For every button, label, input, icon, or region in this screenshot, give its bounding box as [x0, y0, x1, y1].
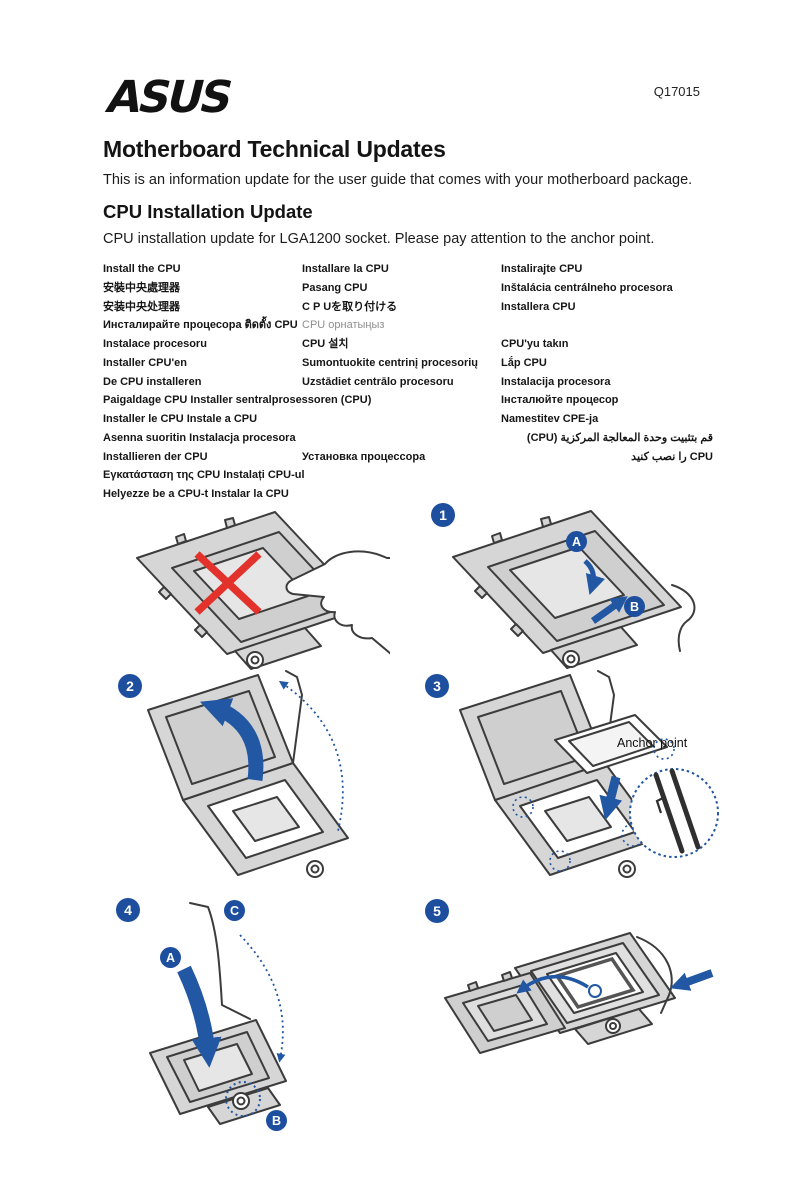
figure-step-3: 3	[420, 665, 720, 900]
step-badge-1: 1	[431, 503, 455, 527]
load-lever	[636, 936, 673, 1014]
translation-cell	[501, 316, 713, 335]
step-badge-5: 5	[425, 899, 449, 923]
translation-cell	[302, 391, 501, 410]
translation-cell	[302, 429, 501, 448]
open-plate-arrow	[199, 698, 264, 781]
asus-logo-text: ASUS	[102, 74, 236, 120]
translation-cell: Inštalácia centrálneho procesora	[501, 281, 673, 294]
marker-b-badge: B	[624, 596, 645, 617]
lever-lock-arc	[239, 934, 286, 1063]
anchor-highlight	[512, 796, 534, 818]
anchor-point-detail	[653, 768, 701, 854]
lever-swing-arc	[278, 680, 344, 832]
red-x-icon	[194, 551, 262, 615]
translation-cell: Pasang CPU	[302, 281, 368, 294]
translation-cell: Εγκατάσταση της CPU Instalați CPU-ul	[103, 469, 305, 482]
translation-cell: قم بتثبيت وحدة المعالجة المركزية (CPU)	[526, 431, 713, 444]
cap-pop-arrow	[516, 974, 589, 994]
document-code: Q17015	[653, 84, 700, 99]
asus-logo: ASUS	[102, 74, 236, 120]
step-badge-4: 4	[116, 898, 140, 922]
translation-cell	[501, 466, 713, 485]
translation-cell: Instalacija procesora	[501, 375, 611, 388]
socket-step1-illustration	[452, 510, 696, 669]
load-lever	[671, 584, 696, 652]
socket-step5-illustration	[444, 932, 714, 1054]
socket-step2-illustration	[147, 670, 349, 878]
marker-a-badge: A	[566, 531, 587, 552]
translation-cell: Instalace procesoru	[103, 338, 207, 350]
anchor-highlight	[549, 850, 571, 872]
translation-cell: Installer le CPU Instale a CPU	[103, 413, 258, 425]
socket-step4-illustration	[149, 902, 287, 1125]
section-description: CPU installation update for LGA1200 sock…	[103, 231, 655, 247]
hand-illustration	[285, 550, 390, 655]
page-title: Motherboard Technical Updates	[103, 136, 446, 162]
translation-cell: Installera CPU	[501, 300, 576, 313]
translation-cell: Installare la CPU	[302, 263, 389, 275]
step-badge-2: 2	[118, 674, 142, 698]
translation-cell: Sumontuokite centrinį procesorių	[302, 356, 479, 369]
load-lever	[189, 902, 251, 1020]
latch-highlight	[225, 1081, 261, 1117]
translation-cell: CPU'yu takın	[501, 338, 569, 350]
anchor-highlight	[653, 738, 675, 760]
figure-warning-do-not-touch	[125, 500, 390, 695]
translation-cell: 安裝中央處理器	[103, 281, 180, 294]
translation-cell: Uzstādiet centrālo procesoru	[302, 375, 454, 388]
load-lever	[285, 670, 303, 764]
marker-c-badge: C	[224, 900, 245, 921]
translation-cell: Installer CPU'en	[103, 356, 187, 369]
translation-cell: 安装中央处理器	[103, 300, 180, 313]
translations-list: Install the CPU Installare la CPU Instal…	[103, 260, 713, 504]
translation-cell: Helyezze be a CPU-t Instalar la CPU	[103, 488, 289, 500]
arrow-b	[590, 596, 628, 624]
figure-step-4: 4 A C B	[108, 893, 408, 1148]
translation-cell: Install the CPU	[103, 263, 181, 275]
intro-text: This is an information update for the us…	[103, 172, 693, 188]
marker-b-badge: B	[266, 1110, 287, 1131]
arrow-a	[583, 559, 606, 595]
translation-cell: Інсталюйте процесор	[501, 394, 619, 407]
marker-a-badge: A	[160, 947, 181, 968]
translation-cell: CPU 설치	[302, 338, 349, 350]
translation-cell: C P Uを取り付ける	[302, 300, 398, 313]
translation-cell: CPU орнатыңыз	[302, 319, 385, 332]
translation-cell: Installieren der CPU	[103, 450, 208, 463]
translation-cell: Instalirajte CPU	[501, 263, 583, 275]
section-heading: CPU Installation Update	[103, 201, 313, 222]
translation-cell: Установка процессора	[302, 450, 426, 463]
insert-arrow	[599, 775, 623, 821]
anchor-point-label: Anchor point	[617, 736, 688, 750]
translation-cell: CPU را نصب كنيد	[631, 450, 713, 463]
translation-cell	[302, 410, 501, 429]
translation-cell: Asenna suoritin Instalacja procesora	[103, 431, 296, 444]
translation-cell	[302, 466, 501, 485]
step-badge-3: 3	[425, 674, 449, 698]
socket-step3-illustration	[459, 670, 719, 878]
translation-cell: Инсталирайте процесора ติดตั้ง CPU	[103, 319, 298, 332]
socket-warning-illustration	[136, 511, 390, 670]
translation-cell: De CPU installeren	[103, 375, 202, 388]
translation-cell: Namestitev CPE-ja	[501, 413, 599, 425]
figure-step-2: 2	[108, 665, 393, 900]
translation-cell: Lắp CPU	[501, 356, 547, 369]
figure-step-5: 5	[425, 893, 725, 1143]
push-arrow	[669, 969, 714, 991]
figure-step-1: 1 A B	[425, 495, 710, 690]
close-plate-arrow	[177, 965, 222, 1068]
translation-cell: Paigaldage CPU Installer sentralprosesso…	[103, 394, 372, 407]
cap-release-point	[588, 984, 602, 998]
